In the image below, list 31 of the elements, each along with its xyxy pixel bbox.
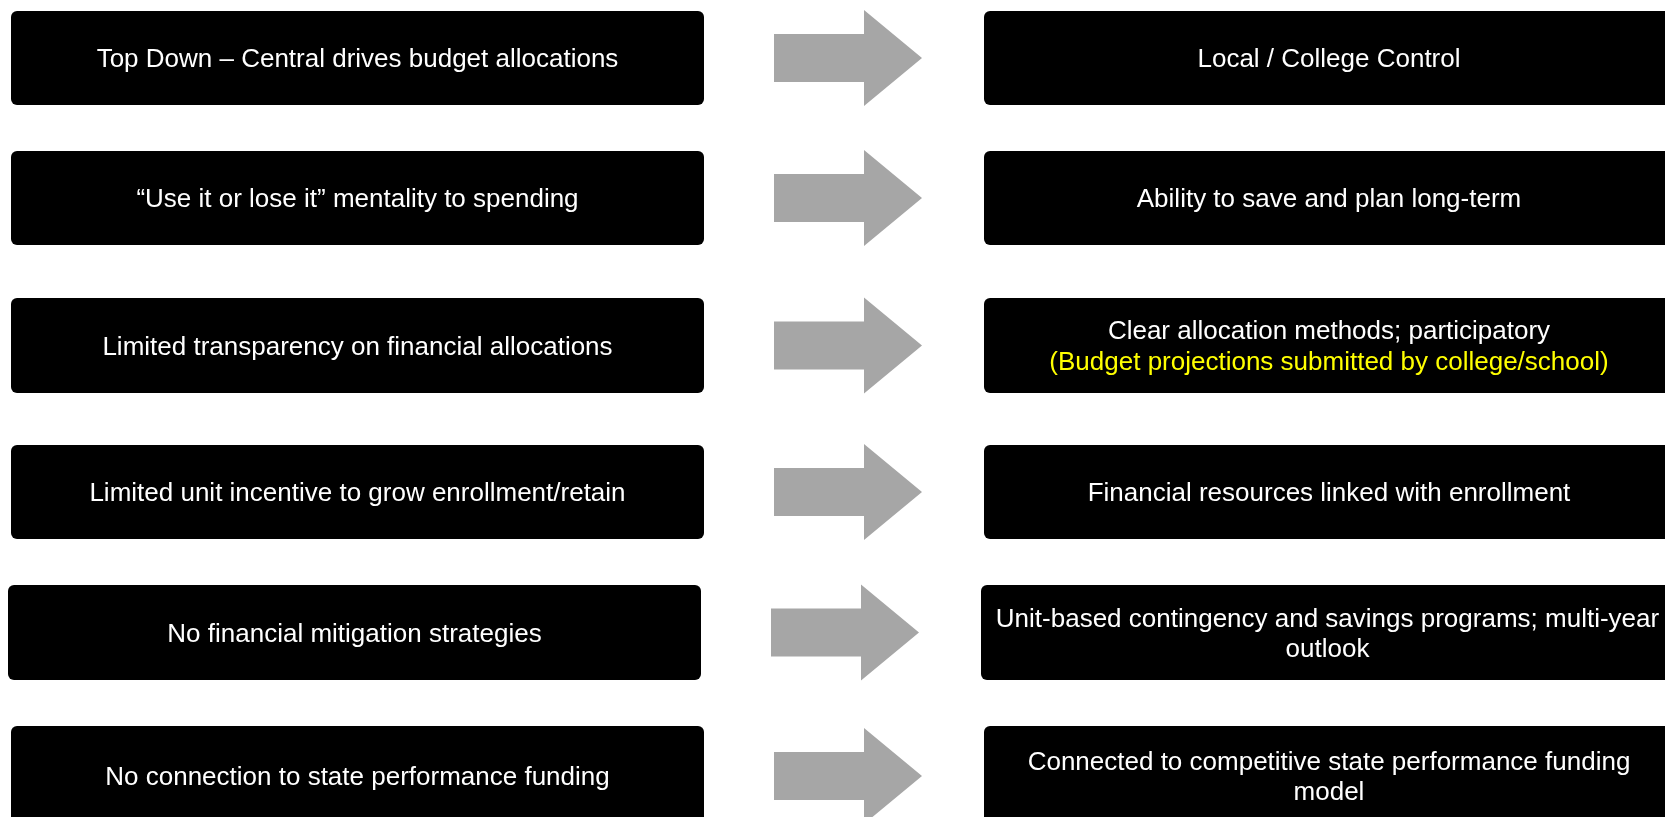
text-box — [11, 445, 704, 539]
text-box — [984, 151, 1665, 245]
block-arrow — [774, 10, 922, 106]
box-text: Limited transparency on financial allocations — [102, 330, 613, 361]
text-box — [981, 585, 1665, 680]
box-text: No financial mitigation strategies — [167, 617, 542, 648]
text-box — [8, 585, 701, 680]
box-text: Ability to save and plan long-term — [1136, 183, 1522, 213]
block-arrow — [774, 728, 922, 817]
box-subtext: (Budget projections submitted by college/school) — [1049, 344, 1609, 377]
box-text: No connection to state performance funding — [105, 761, 610, 791]
text-box — [984, 298, 1665, 393]
box-text: Clear allocation methods; participatory — [1107, 314, 1551, 345]
text-box — [984, 726, 1665, 817]
text-box — [11, 11, 704, 105]
text-box — [984, 11, 1665, 105]
box-text: Financial resources linked with enrollment — [1087, 477, 1571, 507]
block-arrow — [774, 297, 922, 394]
block-arrow — [774, 150, 922, 246]
block-arrow — [771, 584, 919, 681]
block-arrow — [774, 444, 922, 540]
text-box — [11, 726, 704, 817]
box-text: Top Down – Central drives budget allocations — [96, 43, 619, 73]
box-text: Unit-based contingency and savings programs; multi-year outlook — [994, 602, 1661, 663]
text-box — [984, 445, 1665, 539]
text-box — [11, 298, 704, 393]
text-box — [11, 151, 704, 245]
box-text: Local / College Control — [1197, 43, 1461, 73]
box-text: Limited unit incentive to grow enrollment/retain — [89, 477, 626, 507]
box-text: “Use it or lose it” mentality to spending — [136, 183, 579, 213]
box-text: Connected to competitive state performance funding model — [1026, 746, 1632, 806]
